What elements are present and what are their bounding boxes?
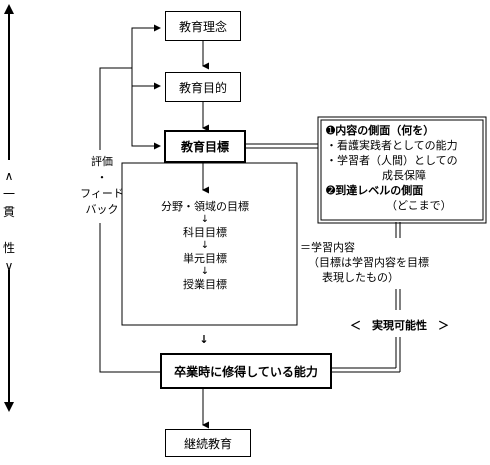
arrow-3: ↓ [200, 266, 210, 277]
consistency-char-3: 性 [2, 241, 15, 255]
lesson-objective: 授業目標 [183, 278, 227, 291]
philosophy-label: 教育理念 [178, 19, 227, 34]
consistency-label: ∧ 一 貫 性 ∨ [1, 168, 17, 274]
consistency-char-2: 貫 [2, 205, 15, 219]
feedback-line-3: フィード [80, 187, 124, 200]
hierarchy-list: 分野・領域の目標 ↓ 科目目標 ↓ 単元目標 ↓ 授業目標 [130, 199, 280, 292]
level-aspect-title: ➋到達レベルの側面 [326, 184, 424, 197]
purpose-box: 教育目的 [165, 72, 241, 102]
graduation-ability-box: 卒業時に修得している能力 [160, 353, 332, 389]
content-aspect-item-2: ・学習者（人間）としての [326, 154, 458, 167]
hierarchy-frame [121, 162, 298, 326]
learning-content: ＝学習内容 （目標は学習内容を目標 表現したもの） [300, 240, 429, 285]
consistency-char-4: ∨ [4, 259, 14, 273]
learning-content-line-2: （目標は学習内容を目標 [308, 256, 429, 269]
philosophy-box: 教育理念 [165, 11, 241, 41]
feasibility-label: ＜ 実現可能性 ＞ [350, 319, 449, 332]
purpose-label: 教育目的 [178, 80, 227, 95]
graduation-ability-label: 卒業時に修得している能力 [174, 364, 318, 379]
content-aspect-item-1: ・看護実践者としての能力 [326, 139, 458, 152]
objectives-label: 教育目標 [180, 140, 229, 154]
feedback-line-2: ・ [96, 171, 108, 184]
arrow-1: ↓ [200, 214, 210, 225]
content-aspect-title: ➊内容の側面（何を） [326, 124, 435, 137]
feedback-label: 評価 ・ フィード バック [72, 154, 132, 218]
frame-down-arrow: ↓ [199, 333, 209, 346]
arrow-2: ↓ [200, 240, 210, 251]
content-aspect-item-2b: 成長保障 [382, 169, 426, 182]
level-aspect-sub: （どこまで） [386, 199, 452, 212]
feedback-line-1: 評価 [91, 155, 113, 168]
unit-objective: 単元目標 [183, 252, 227, 265]
continuing-education-label: 継続教育 [183, 436, 232, 451]
learning-content-line-3: 表現したもの） [322, 271, 399, 284]
field-objective: 分野・領域の目標 [161, 200, 249, 213]
aspects-box: ➊内容の側面（何を） ・看護実践者としての能力 ・学習者（人間）としての 成長保… [326, 123, 458, 213]
subject-objective: 科目目標 [183, 226, 227, 239]
consistency-char-1: 一 [2, 187, 15, 201]
objectives-box: 教育目標 [164, 130, 246, 163]
consistency-char-0: ∧ [4, 169, 14, 183]
continuing-education-box: 継続教育 [165, 429, 251, 457]
learning-content-line-1: ＝学習内容 [300, 241, 355, 254]
feedback-line-4: バック [85, 203, 119, 216]
